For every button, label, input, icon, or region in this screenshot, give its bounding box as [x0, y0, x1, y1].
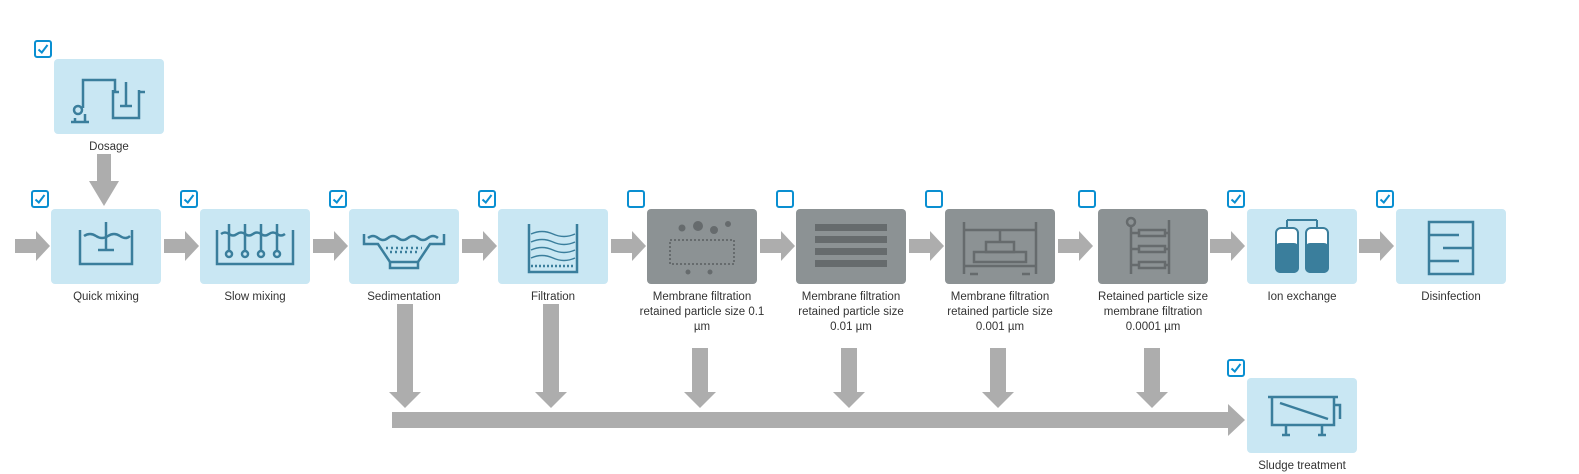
step-filtration: Filtration — [478, 190, 608, 305]
nanofiltration-rig-icon — [962, 221, 1038, 275]
step-sludge-treatment: Sludge treatment — [1227, 359, 1357, 474]
quick-mixing-tile[interactable] — [51, 209, 161, 284]
membrane-0-0001-tile[interactable] — [1098, 209, 1208, 284]
arrow-3 — [462, 231, 497, 261]
membrane-0-1-tile[interactable] — [647, 209, 757, 284]
filtration-checkbox[interactable] — [478, 190, 496, 208]
sedimentation-label: Sedimentation — [367, 291, 441, 303]
dosage-label: Dosage — [89, 141, 129, 153]
sedimentation-tile[interactable] — [349, 209, 459, 284]
quick-mixing-label: Quick mixing — [73, 291, 139, 303]
sludge-treatment-label: Sludge treatment — [1258, 460, 1346, 472]
step-membrane-0-1: Membrane filtration retained particle si… — [627, 190, 764, 335]
step-membrane-0-0001: Retained particle size membrane filtrati… — [1078, 190, 1208, 335]
dosage-icon — [71, 78, 145, 123]
arrow-7 — [1058, 231, 1093, 261]
step-slow-mixing: Slow mixing — [180, 190, 310, 305]
membrane-0-1-checkbox[interactable] — [627, 190, 645, 208]
step-dosage: Dosage — [34, 40, 164, 155]
dosage-checkbox[interactable] — [34, 40, 52, 58]
step-quick-mixing: Quick mixing — [31, 190, 161, 305]
step-membrane-0-001: Membrane filtration retained particle si… — [925, 190, 1055, 335]
disinfection-label: Disinfection — [1421, 291, 1481, 303]
arrow-sludge-collector — [392, 404, 1245, 436]
membrane-0-01-tile[interactable] — [796, 209, 906, 284]
sludge-treatment-tile[interactable] — [1247, 378, 1357, 453]
membrane-stack-icon — [815, 223, 887, 267]
sludge-treatment-checkbox[interactable] — [1227, 359, 1245, 377]
arrow-4 — [611, 231, 646, 261]
quick-mixing-checkbox[interactable] — [31, 190, 49, 208]
arrow-1 — [164, 231, 199, 261]
ion-exchange-checkbox[interactable] — [1227, 190, 1245, 208]
step-ion-exchange: Ion exchange — [1227, 190, 1357, 305]
contact-tank-icon — [1427, 220, 1475, 275]
filtration-tile[interactable] — [498, 209, 608, 284]
membrane-0-0001-checkbox[interactable] — [1078, 190, 1096, 208]
arrow-6 — [909, 231, 944, 261]
arrow-sludge-6 — [1136, 348, 1168, 408]
arrow-sludge-5 — [982, 348, 1014, 408]
disinfection-checkbox[interactable] — [1376, 190, 1394, 208]
arrow-sludge-2 — [535, 304, 567, 408]
membrane-0-01-label: Membrane filtration retained particle si… — [798, 291, 904, 333]
filtration-label: Filtration — [530, 291, 576, 303]
arrow-sludge-3 — [684, 348, 716, 408]
arrow-2 — [313, 231, 348, 261]
membrane-0-001-label: Membrane filtration retained particle si… — [947, 291, 1053, 333]
membrane-0-01-checkbox[interactable] — [776, 190, 794, 208]
filter-bed-icon — [527, 223, 579, 273]
ion-exchange-columns-icon — [1275, 218, 1329, 273]
arrow-8 — [1210, 231, 1245, 261]
arrow-dosage-down — [89, 154, 119, 206]
multi-mixer-icon — [215, 223, 295, 265]
membrane-0-1-label: Membrane filtration retained particle si… — [639, 291, 765, 333]
membrane-0-0001-label: Retained particle size membrane filtrati… — [1098, 291, 1208, 333]
arrow-5 — [760, 231, 795, 261]
membrane-0-001-checkbox[interactable] — [925, 190, 943, 208]
reverse-osmosis-icon — [1125, 216, 1171, 274]
sedimentation-checkbox[interactable] — [329, 190, 347, 208]
step-sedimentation: Sedimentation — [329, 190, 459, 305]
ion-exchange-label: Ion exchange — [1267, 291, 1337, 303]
slow-mixing-checkbox[interactable] — [180, 190, 198, 208]
disinfection-tile[interactable] — [1396, 209, 1506, 284]
arrow-9 — [1359, 231, 1394, 261]
ion-exchange-tile[interactable] — [1247, 209, 1357, 284]
dosage-tile[interactable] — [54, 59, 164, 134]
sedimentation-tank-icon — [362, 233, 446, 269]
slow-mixing-label: Slow mixing — [224, 291, 286, 303]
membrane-particles-icon — [669, 220, 735, 274]
sludge-press-icon — [1268, 395, 1342, 436]
membrane-0-001-tile[interactable] — [945, 209, 1055, 284]
arrow-sludge-1 — [389, 304, 421, 408]
step-disinfection: Disinfection — [1376, 190, 1506, 305]
step-membrane-0-01: Membrane filtration retained particle si… — [776, 190, 906, 335]
arrow-in — [15, 231, 50, 261]
slow-mixing-tile[interactable] — [200, 209, 310, 284]
arrow-sludge-4 — [833, 348, 865, 408]
mixer-icon — [78, 221, 134, 265]
